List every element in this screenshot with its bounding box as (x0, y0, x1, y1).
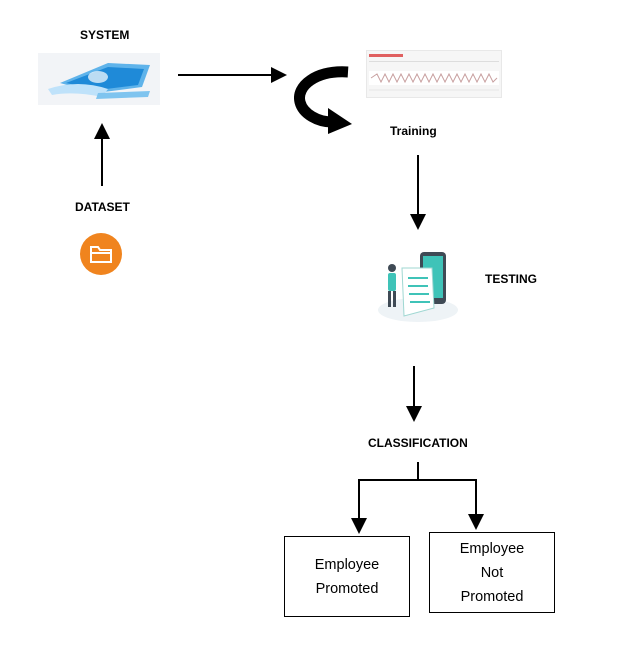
outcome-promoted-line-2: Promoted (315, 580, 379, 597)
outcome-box-not-promoted: Employee Not Promoted (429, 532, 555, 613)
curved-arrow-icon (294, 64, 356, 141)
outcome-promoted-line-1: Employee (314, 556, 380, 573)
dataset-label: DATASET (75, 200, 130, 214)
computer-laptop-icon (38, 53, 160, 105)
outcome-not-promoted-line-3: Promoted (460, 588, 524, 605)
testing-label: TESTING (485, 272, 538, 286)
testing-illustration-icon (374, 246, 460, 331)
outcome-box-promoted: Employee Promoted (284, 536, 410, 617)
outcome-not-promoted-line-1: Employee (459, 540, 525, 557)
outcome-not-promoted-line-2: Not (480, 564, 504, 581)
folder-icon (79, 232, 123, 281)
classification-label: CLASSIFICATION (368, 436, 468, 450)
system-label: SYSTEM (80, 28, 130, 42)
training-label: Training (390, 124, 437, 138)
training-screenshot-icon (366, 50, 502, 98)
